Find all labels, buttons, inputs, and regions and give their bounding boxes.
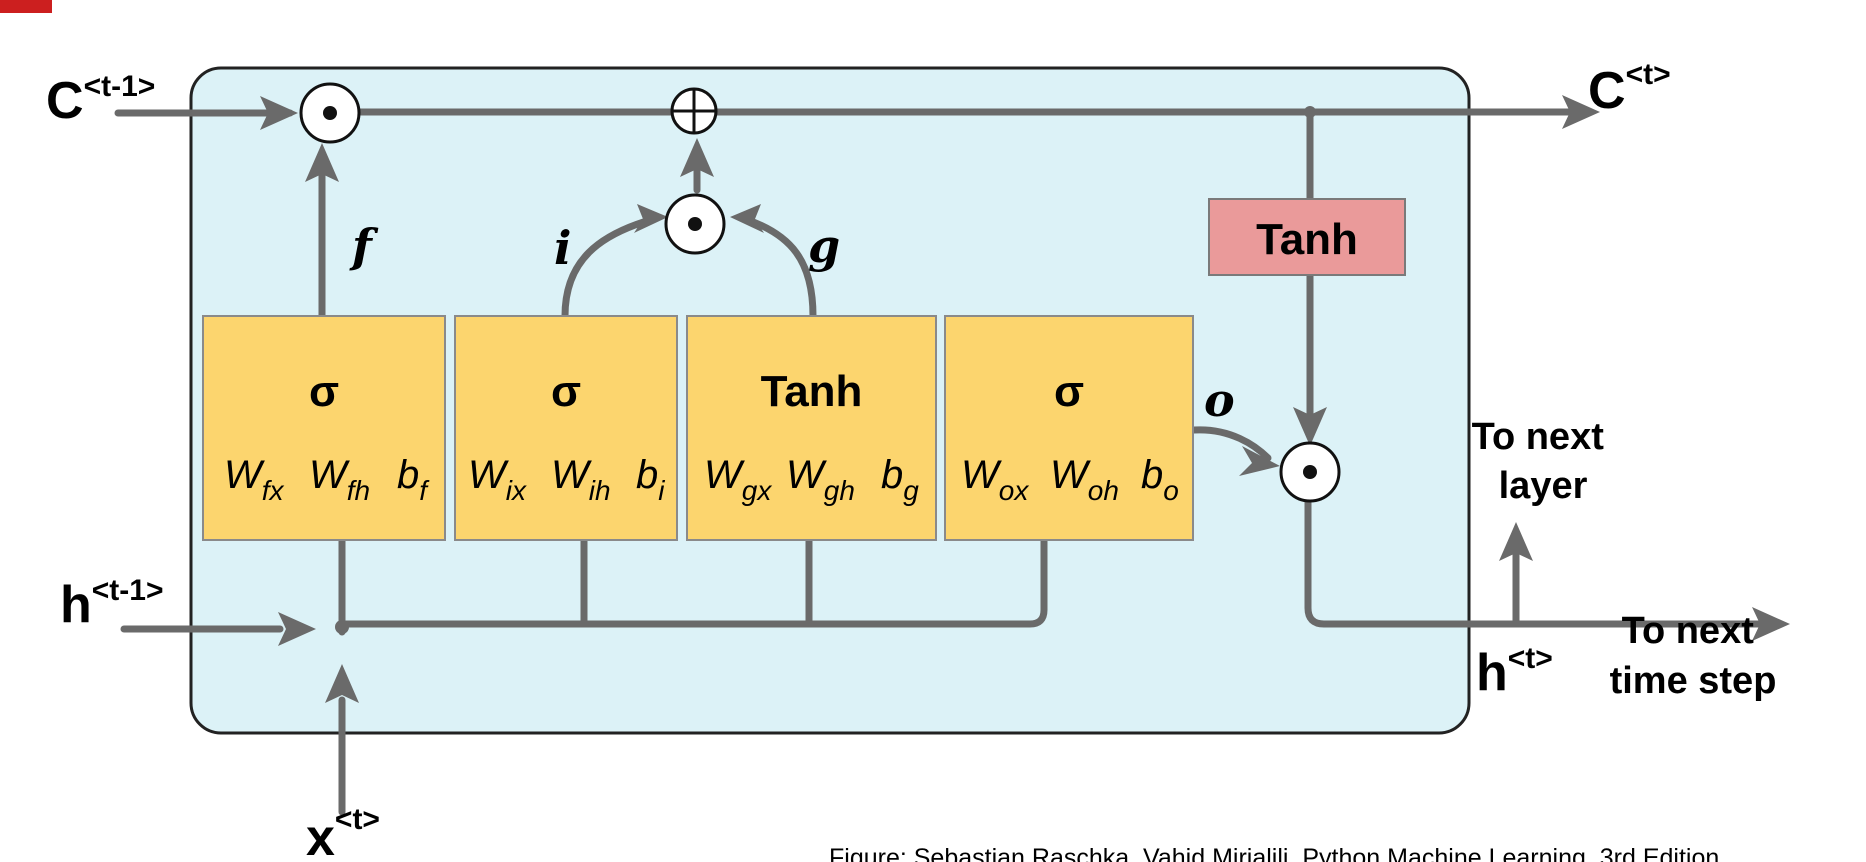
input-gate-param-2: Wih (551, 453, 611, 506)
input-multiply-op (664, 193, 726, 255)
cell-tanh-box (1208, 198, 1406, 276)
forget-gate-param-1: Wfx (224, 453, 285, 506)
cell-state-next-label: C<t> (1588, 58, 1671, 120)
connection-lines (114, 108, 1766, 816)
output-multiply-op (1279, 441, 1341, 503)
to-next-layer-label: To next layer (1472, 416, 1615, 507)
figure-caption: Figure: Sebastian Raschka, Vahid Mirjali… (829, 844, 1719, 862)
forget-multiply-op (299, 82, 361, 144)
output-gate-label: o (1204, 373, 1235, 427)
output-gate-param-3: bo (1141, 453, 1179, 506)
corner-mark (0, 0, 52, 13)
candidate-gate-param-3: bg (881, 453, 919, 506)
input-gate-param-3: bi (636, 453, 665, 506)
candidate-gate-function: Tanh (761, 367, 863, 416)
output-gate-box (944, 315, 1194, 541)
output-gate-param-2: Woh (1050, 453, 1119, 506)
to-next-time-step-label: To next time step (1610, 610, 1777, 702)
cell-state-junction (1304, 106, 1316, 118)
output-gate-param-1: Wox (961, 453, 1029, 506)
cell-tanh-label: Tanh (1256, 215, 1358, 264)
forget-gate-function: σ (309, 367, 339, 416)
candidate-gate-box (686, 315, 937, 541)
output-gate-function: σ (1054, 367, 1084, 416)
input-gate-box (454, 315, 678, 541)
forget-gate-box (202, 315, 446, 541)
candidate-gate-label: g (808, 219, 840, 273)
input-gate-function: σ (551, 367, 581, 416)
candidate-gate-param-1: Wgx (704, 453, 772, 506)
hidden-next-label: h<t> (1476, 642, 1553, 702)
input-gate-label: i (554, 221, 571, 275)
input-x-label: x<t> (306, 803, 380, 862)
arrowheads (260, 95, 1790, 703)
hidden-prev-label: h<t-1> (60, 574, 163, 634)
input-junction (335, 620, 349, 634)
cell-state-prev-label: C<t-1> (46, 70, 155, 130)
input-gate-param-1: Wix (468, 453, 527, 506)
candidate-gate-param-2: Wgh (786, 453, 855, 506)
add-op (670, 87, 718, 135)
forget-gate-param-3: bf (397, 453, 430, 506)
forget-gate-param-2: Wfh (309, 453, 370, 506)
